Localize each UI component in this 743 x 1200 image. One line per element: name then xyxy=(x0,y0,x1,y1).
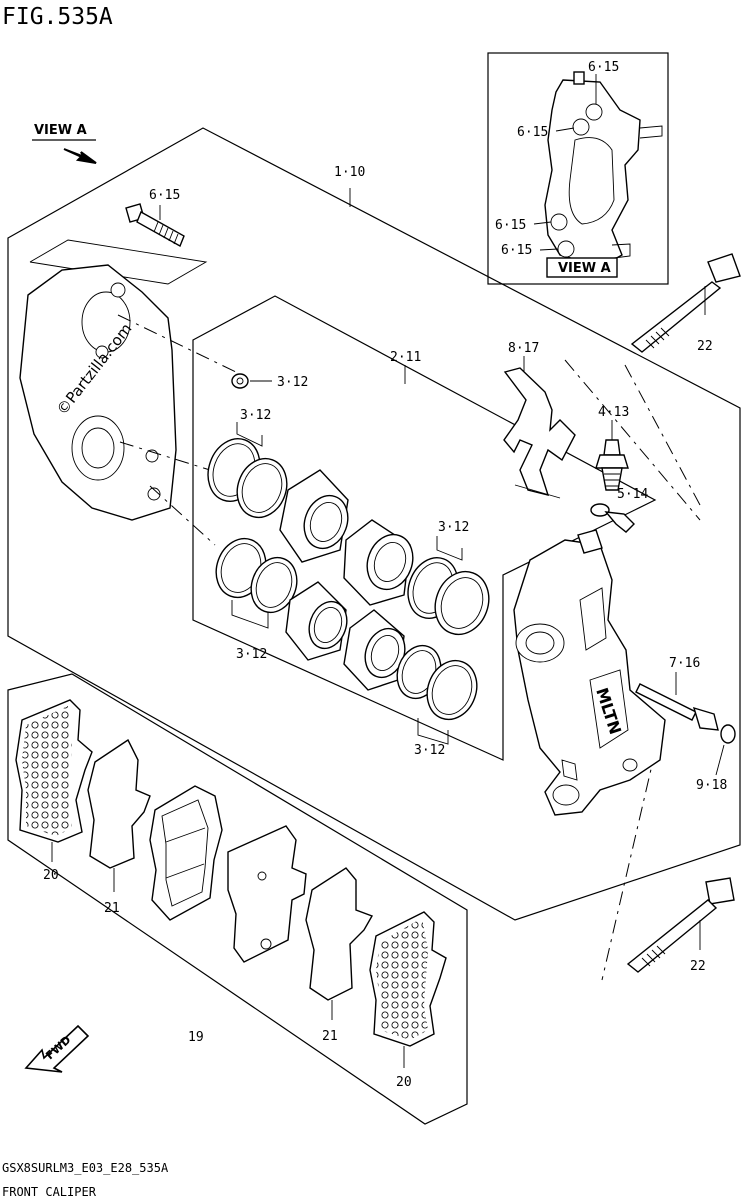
leader-6-15-v3 xyxy=(533,221,552,225)
callout-1-10: 1·10 xyxy=(334,165,365,180)
view-a-arrow-label: VIEW A xyxy=(34,123,87,138)
piston-group-outline xyxy=(192,295,657,761)
callout-6-15-view-4: 6·15 xyxy=(501,243,532,258)
shim-21-left xyxy=(87,738,151,869)
callout-7-16: 7·16 xyxy=(669,656,700,671)
callout-3-12-bottom: 3·12 xyxy=(414,743,445,758)
alignment-line-1 xyxy=(117,314,241,375)
pad-pin-7-16 xyxy=(635,683,719,731)
bleeder-valve-4-13 xyxy=(595,439,629,491)
callout-21-left: 21 xyxy=(104,901,120,916)
seal-pair-lower-right xyxy=(396,644,478,721)
callout-19: 19 xyxy=(188,1030,204,1045)
piston-lower-right xyxy=(343,609,406,691)
callout-20-right: 20 xyxy=(396,1075,412,1090)
view-a-arrow-icon xyxy=(63,148,97,164)
shim-20-left-holes xyxy=(22,706,72,836)
caliper-half-inner xyxy=(19,264,177,521)
mounting-bolt-22-bottom xyxy=(626,877,735,973)
piston-lower-left xyxy=(285,581,348,661)
bleeder-cap-5-14 xyxy=(590,503,635,533)
callout-2-11: 2·11 xyxy=(390,350,421,365)
leader-9-18 xyxy=(715,744,725,776)
callout-20-left: 20 xyxy=(43,868,59,883)
brake-pad-left xyxy=(149,785,223,921)
brake-pad-right xyxy=(227,825,307,963)
callout-3-12-upper: 3·12 xyxy=(240,408,271,423)
alignment-line-4 xyxy=(564,359,701,521)
leader-3-12-upper xyxy=(236,422,263,447)
leader-3-12-bottom xyxy=(417,718,449,745)
leader-6-15-v4 xyxy=(539,248,559,251)
callout-6-15-view-1: 6·15 xyxy=(588,60,619,75)
alignment-line-3 xyxy=(149,485,216,546)
figure-title: FIG.535A xyxy=(2,4,113,30)
callout-22-top: 22 xyxy=(697,339,713,354)
view-a-box-label: VIEW A xyxy=(558,261,611,276)
callout-6-15-view-3: 6·15 xyxy=(495,218,526,233)
callout-3-12-right: 3·12 xyxy=(438,520,469,535)
callout-4-13: 4·13 xyxy=(598,405,629,420)
callout-3-12-left: 3·12 xyxy=(236,647,267,662)
shim-21-right xyxy=(305,867,374,1001)
callout-3-12-washer: 3·12 xyxy=(277,375,308,390)
piston-upper-right xyxy=(343,519,414,606)
callout-6-15-view-2: 6·15 xyxy=(517,125,548,140)
callout-9-18: 9·18 xyxy=(696,778,727,793)
shim-20-right-holes xyxy=(376,918,428,1040)
pad-spring-8-17 xyxy=(503,367,576,499)
callout-6-15-main: 6·15 xyxy=(149,188,180,203)
leader-3-12-left xyxy=(231,600,269,629)
callout-8-17: 8·17 xyxy=(508,341,539,356)
brake-pad-set-outline xyxy=(7,673,468,1125)
view-a-inset-box xyxy=(487,52,669,285)
alignment-line-5 xyxy=(624,364,701,506)
seal-pair-upper-left xyxy=(207,438,288,519)
piston-upper-left xyxy=(279,469,349,563)
view-a-caliper-outline xyxy=(544,71,663,266)
callout-5-14: 5·14 xyxy=(617,487,648,502)
callout-22-bottom: 22 xyxy=(690,959,706,974)
view-a-label-box xyxy=(546,257,618,278)
mounting-bolt-22-top xyxy=(630,253,741,353)
pin-plug-9-18 xyxy=(720,724,736,744)
bleeder-bolt-6-15 xyxy=(125,203,185,247)
callout-21-right: 21 xyxy=(322,1029,338,1044)
fwd-arrow-icon: FWD xyxy=(24,1024,90,1073)
seal-pair-lower-left xyxy=(215,537,298,614)
washer-3-12 xyxy=(231,373,249,389)
caliper-half-outer xyxy=(513,529,666,816)
alignment-line-2 xyxy=(119,441,211,471)
footer-caption: FRONT CALIPER xyxy=(2,1185,97,1199)
caliper-assembly-outline xyxy=(7,127,741,921)
seal-pair-upper-right xyxy=(407,557,490,636)
leader-3-12-right xyxy=(436,536,463,561)
footer-model-code: GSX8SURLM3_E03_E28_535A xyxy=(2,1161,169,1175)
leader-6-15-v2 xyxy=(555,127,575,132)
